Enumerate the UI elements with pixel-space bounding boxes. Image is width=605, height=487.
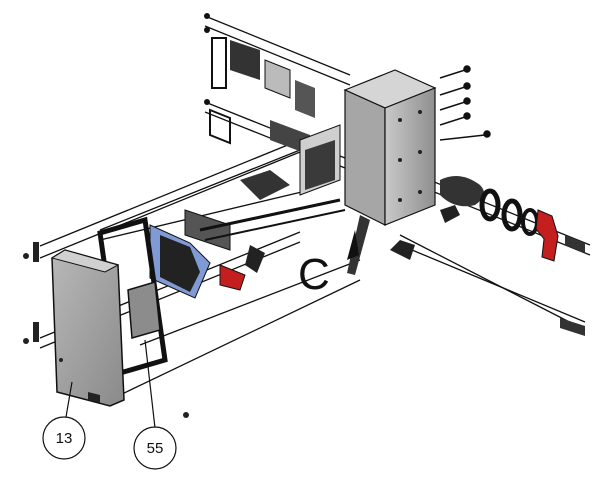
callout-13: 13	[42, 381, 86, 460]
callout-55-number: 55	[147, 440, 164, 457]
view-label: C	[298, 250, 330, 299]
left-brackets	[23, 242, 189, 418]
callout-55: 55	[133, 339, 177, 470]
right-tube-assembly	[390, 176, 585, 336]
central-components	[149, 170, 370, 299]
callout-13-number: 13	[56, 430, 73, 447]
main-enclosure-box	[299, 65, 491, 226]
inner-plate-55	[127, 281, 161, 339]
front-cover-panel-13	[50, 249, 125, 407]
